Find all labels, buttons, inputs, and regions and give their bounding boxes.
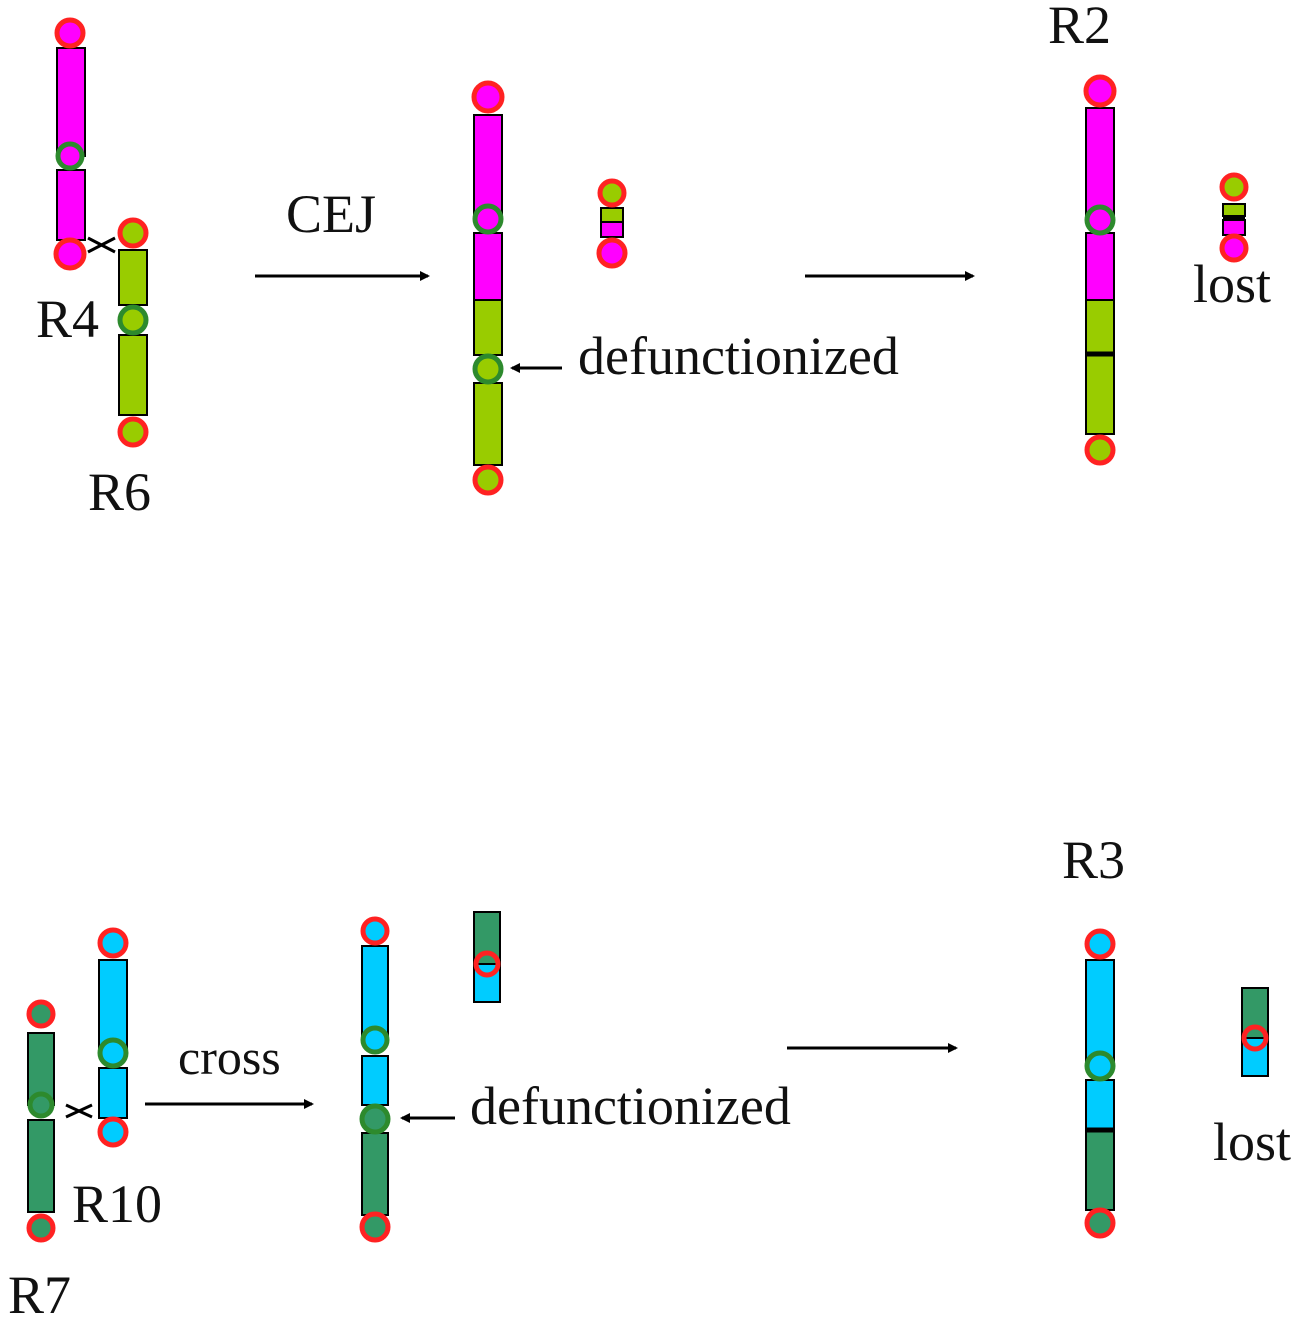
top-panel: R4 R6 CEJ defunctionized R2: [36, 0, 1271, 522]
fused-magenta-lower: [473, 232, 503, 301]
fused-b-centromere-2: [359, 1103, 391, 1135]
chromosome-r4: [53, 17, 87, 271]
r4-arm-lower: [56, 169, 86, 241]
r7-arm-lower: [27, 1119, 55, 1213]
r2-magenta-lower: [1085, 232, 1115, 301]
r3-dkgreen-part: [1085, 1129, 1115, 1211]
fragment-magenta-part: [600, 221, 624, 238]
fused-b-centromere-1: [360, 1025, 390, 1055]
label-r7: R7: [8, 1265, 71, 1321]
acentric-fragment-bottom: [473, 911, 501, 1003]
r2-magenta-upper: [1085, 107, 1115, 221]
lost-top-telomere-upper: [1219, 172, 1249, 202]
dicentric-chromosome-bottom: [359, 916, 391, 1243]
label-r2: R2: [1048, 0, 1111, 55]
r6-arm-upper: [118, 249, 148, 306]
chromosome-r7: [26, 999, 56, 1243]
r2-centromere: [1084, 204, 1116, 236]
label-r6: R6: [88, 462, 151, 522]
chromosome-r2: [1083, 74, 1117, 466]
r7-telomere-bottom: [26, 1213, 56, 1243]
frag-b-telomere: [473, 950, 501, 978]
fragment-green-part: [600, 207, 624, 223]
lost-top-telomere-lower: [1219, 233, 1249, 263]
label-cross: cross: [178, 1029, 281, 1085]
r3-centromere: [1084, 1050, 1116, 1082]
r2-green-lower: [1085, 353, 1115, 435]
label-r3: R3: [1062, 830, 1125, 890]
lost-fragment-bottom: [1241, 987, 1269, 1077]
r6-telomere-top: [117, 217, 149, 249]
r4-centromere: [55, 141, 85, 171]
lost-b-telomere: [1241, 1024, 1269, 1052]
chromosome-r6: [117, 217, 149, 448]
label-lost-top: lost: [1193, 254, 1271, 314]
fused-b-telomere-bottom: [359, 1211, 391, 1243]
r2-telomere-top: [1083, 74, 1117, 108]
label-defunctionized: defunctionized: [578, 326, 899, 386]
lost-fragment-top: [1219, 172, 1249, 263]
fused-dkgreen-part: [361, 1132, 389, 1216]
fused-green-lower: [473, 382, 503, 466]
r2-green-upper: [1085, 299, 1115, 355]
fragment-telomere-bottom: [596, 237, 628, 269]
r4-telomere-top: [54, 17, 86, 49]
fused-cyan-lower: [361, 1055, 389, 1106]
r6-arm-lower: [118, 334, 148, 416]
r6-centromere: [117, 304, 149, 336]
label-lost-bottom: lost: [1213, 1112, 1291, 1172]
r3-cyan-lower: [1085, 1079, 1115, 1131]
dicentric-chromosome: [471, 80, 505, 496]
scissors-icon: [87, 236, 116, 254]
chromosome-r10: [97, 927, 129, 1148]
lost-top-green-part: [1222, 203, 1246, 217]
r4-telomere-bottom: [53, 237, 87, 271]
bottom-panel: R10 R7 cross defunctionized R3: [8, 830, 1291, 1321]
lost-top-magenta-part: [1222, 219, 1246, 236]
r7-telomere-top: [26, 999, 56, 1029]
scissors-icon: [65, 1103, 93, 1119]
fused-centromere-1: [472, 203, 504, 235]
r10-arm-lower: [98, 1067, 128, 1119]
fused-telomere-top: [471, 80, 505, 114]
acentric-fragment: [596, 178, 628, 269]
fused-centromere-2: [472, 353, 504, 385]
r10-centromere: [97, 1037, 129, 1069]
fragment-telomere-top: [597, 178, 627, 208]
label-defunctionized-bottom: defunctionized: [470, 1076, 791, 1136]
label-r4: R4: [36, 289, 99, 349]
fused-magenta-upper: [473, 114, 503, 220]
fused-cyan-upper: [361, 945, 389, 1040]
r4-arm-upper: [56, 47, 86, 157]
r3-telomere-bottom: [1084, 1207, 1116, 1239]
r10-arm-upper: [98, 959, 128, 1053]
r10-telomere-top: [97, 927, 129, 959]
fused-green-upper: [473, 299, 503, 356]
label-r10: R10: [72, 1174, 162, 1234]
fused-b-telomere-top: [360, 916, 390, 946]
chromosome-r3: [1084, 928, 1116, 1239]
r2-telomere-bottom: [1084, 434, 1116, 466]
label-cej: CEJ: [286, 184, 376, 244]
r10-telomere-bottom: [97, 1116, 129, 1148]
r7-centromere: [27, 1091, 55, 1119]
r3-telomere-top: [1084, 928, 1116, 960]
r3-cyan-upper: [1085, 959, 1115, 1066]
r6-telomere-bottom: [117, 416, 149, 448]
fused-telomere-bottom: [472, 464, 504, 496]
